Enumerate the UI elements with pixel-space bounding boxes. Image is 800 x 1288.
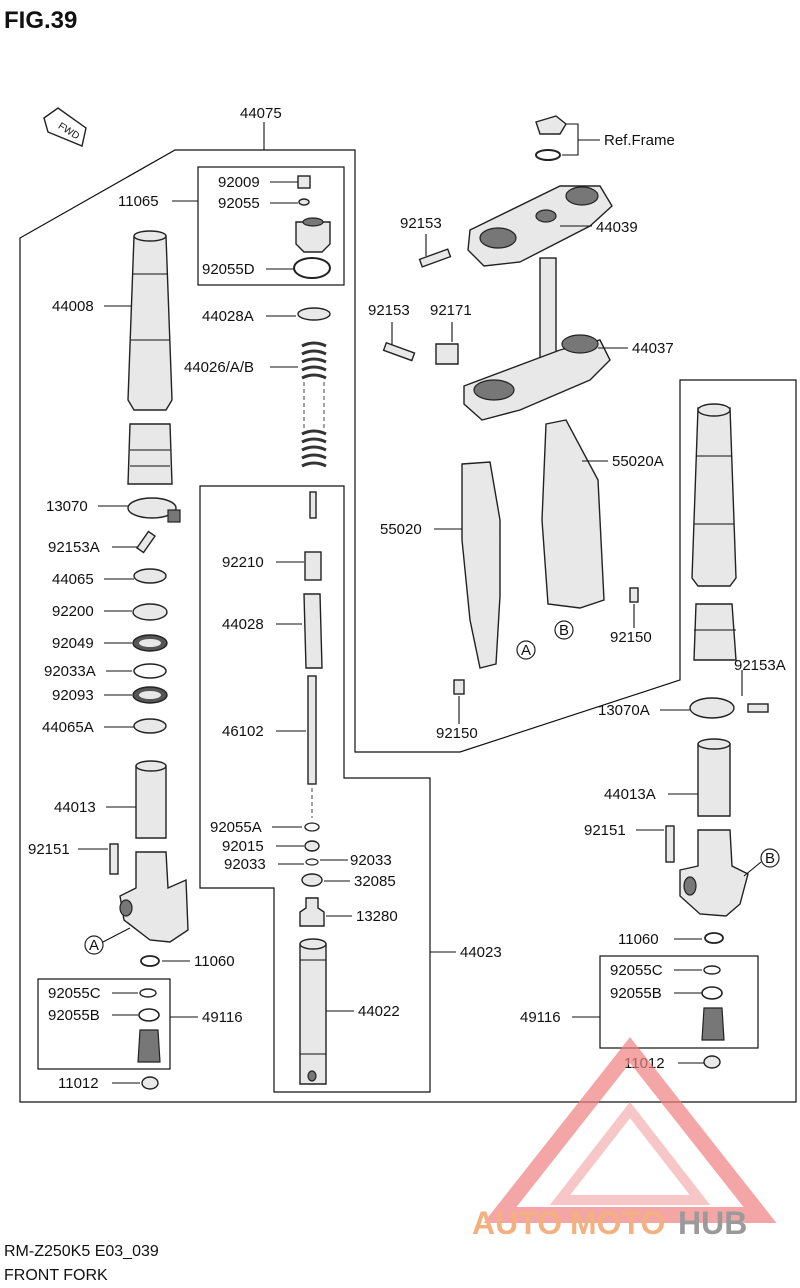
label-44065A: 44065A (42, 719, 94, 736)
oring-92055D (293, 257, 331, 279)
inner-tube-right (691, 403, 737, 661)
label-44008: 44008 (52, 298, 94, 315)
oring-92055 (298, 198, 310, 206)
upper-triple-clamp-44039 (467, 185, 613, 267)
figure-title: FIG.39 (4, 7, 77, 34)
bolt-92009 (297, 175, 311, 189)
label-11060-right: 11060 (618, 931, 659, 948)
label-11060-left: 11060 (194, 953, 235, 970)
label-92055B-right: 92055B (610, 985, 662, 1002)
label-13070: 13070 (46, 498, 88, 515)
callout-b-guard (554, 620, 574, 640)
inner-tube-44008 (127, 230, 173, 411)
fork-guard-55020A (541, 419, 605, 609)
label-92055C-right: 92055C (610, 962, 663, 979)
callout-b-guard-text: B (559, 622, 569, 639)
label-92210: 92210 (222, 554, 264, 571)
watermark-logo (483, 1037, 777, 1223)
inner-tube-lower (127, 423, 173, 485)
watermark-hub: HUB (678, 1205, 747, 1241)
label-92150-a: 92150 (610, 629, 652, 646)
label-55020: 55020 (380, 521, 422, 538)
label-92055D: 92055D (202, 261, 255, 278)
label-44013A: 44013A (604, 786, 656, 803)
label-13280: 13280 (356, 908, 398, 925)
assembly-outline (19, 149, 797, 1103)
label-92200: 92200 (52, 603, 94, 620)
label-92171: 92171 (430, 302, 472, 319)
label-49116-left: 49116 (202, 1009, 243, 1026)
label-44039: 44039 (596, 219, 638, 236)
label-46102: 46102 (222, 723, 264, 740)
label-92055C-left: 92055C (48, 985, 101, 1002)
watermark-auto: AUTO (472, 1205, 562, 1241)
label-92151-right: 92151 (584, 822, 626, 839)
label-44013: 44013 (54, 799, 96, 816)
callout-a-guard-text: A (521, 642, 531, 659)
label-92033-b: 92033 (350, 852, 392, 869)
label-44022: 44022 (358, 1003, 400, 1020)
label-92009: 92009 (218, 174, 260, 191)
fork-cap (295, 221, 331, 253)
label-92093: 92093 (52, 687, 94, 704)
label-92150-b: 92150 (436, 725, 478, 742)
label-92015: 92015 (222, 838, 264, 855)
section-name: FRONT FORK (4, 1267, 108, 1284)
label-ref-frame: Ref.Frame (604, 132, 675, 149)
label-44075: 44075 (240, 105, 282, 122)
label-92153-a: 92153 (400, 215, 442, 232)
callout-a-left (84, 935, 104, 955)
callout-a-guard (516, 640, 536, 660)
box-49116-right (599, 955, 759, 1049)
label-44028A: 44028A (202, 308, 254, 325)
label-49116-right: 49116 (520, 1009, 561, 1026)
fwd-arrow-icon: FWD (43, 107, 87, 147)
damper-box (199, 485, 431, 1093)
model-code: RM-Z250K5 E03_039 (4, 1243, 159, 1260)
label-44026: 44026/A/B (184, 359, 254, 376)
label-92153A-left: 92153A (48, 539, 100, 556)
fork-spring (301, 341, 327, 468)
label-92153-b: 92153 (368, 302, 410, 319)
callout-a-left-text: A (89, 937, 99, 954)
clamp-13070 (127, 497, 177, 519)
label-92151-left: 92151 (28, 841, 70, 858)
label-92049: 92049 (52, 635, 94, 652)
damper-cartridge-44022 (299, 938, 327, 1085)
callout-b-right (760, 848, 780, 868)
cap-box (197, 166, 345, 286)
label-13070A: 13070A (598, 702, 650, 719)
label-92153A-right: 92153A (734, 657, 786, 674)
label-44065: 44065 (52, 571, 94, 588)
watermark-moto: MOTO (570, 1205, 665, 1241)
callout-b-right-text: B (765, 850, 775, 867)
label-32085: 32085 (354, 873, 396, 890)
label-92055B-left: 92055B (48, 1007, 100, 1024)
box-49116-left (37, 978, 171, 1070)
label-11012-left: 11012 (58, 1075, 99, 1092)
lower-triple-clamp-44037 (463, 334, 611, 421)
label-44028: 44028 (222, 616, 264, 633)
stem-nut (535, 115, 567, 135)
label-11065: 11065 (118, 193, 159, 210)
label-92055A: 92055A (210, 819, 262, 836)
label-55020A: 55020A (612, 453, 664, 470)
axle-holder-right (679, 829, 749, 917)
axle-holder-left (119, 851, 189, 943)
label-92033-a: 92033 (224, 856, 266, 873)
label-92055: 92055 (218, 195, 260, 212)
outer-tube-44013 (135, 765, 167, 839)
fork-guard-55020 (461, 461, 501, 669)
label-44023: 44023 (460, 944, 502, 961)
label-92033A: 92033A (44, 663, 96, 680)
label-44037: 44037 (632, 340, 674, 357)
